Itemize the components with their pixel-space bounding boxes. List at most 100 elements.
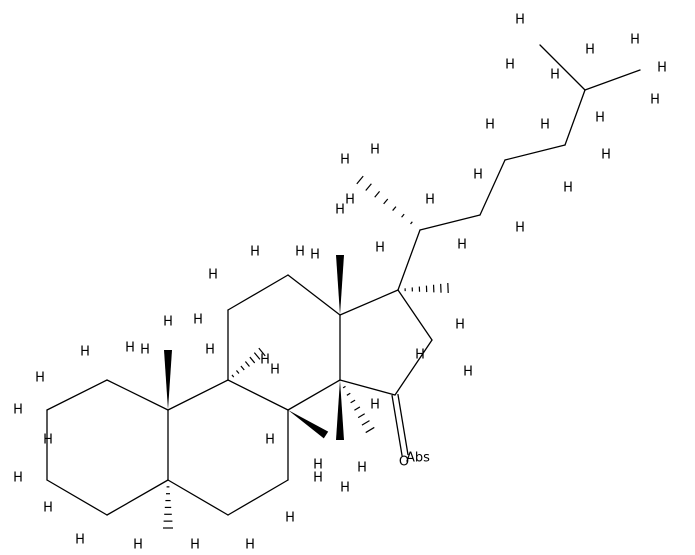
bond-c10-c1: [106, 379, 169, 411]
bond-c17-c20: [397, 229, 421, 291]
hydrogen-label: H: [190, 538, 200, 553]
hydrogen-label: H: [75, 533, 85, 548]
hydrogen-label: H: [125, 341, 135, 356]
bond-c1-c2: [46, 379, 108, 411]
hydrogen-label: H: [313, 458, 323, 473]
bond-c22-c23: [479, 159, 506, 216]
bond-c15-c16: [394, 339, 433, 396]
bond-c14-c15: [339, 379, 396, 396]
hydrogen-label: H: [43, 433, 53, 448]
hydrogen-label: H: [310, 248, 320, 263]
hydrogen-label: H: [370, 398, 380, 413]
methyl-19-wedge: [164, 350, 172, 410]
hydrogen-label: H: [370, 143, 380, 158]
wedge-bond-layer: [164, 255, 344, 440]
hydrogen-label: H: [550, 68, 560, 83]
hydrogen-label: H: [463, 365, 473, 380]
hash-stroke: [235, 370, 240, 374]
hydrogen-label: H: [295, 245, 305, 260]
hash-stroke: [350, 399, 356, 404]
hydrogen-label: H: [205, 343, 215, 358]
h17-hash: [404, 282, 449, 294]
h9-hash: [231, 347, 266, 378]
h8-wedge: [288, 410, 329, 439]
bond-c9-c10: [167, 379, 229, 411]
hash-stroke: [249, 356, 256, 364]
hash-stroke: [253, 352, 261, 360]
bond-c6-c7: [227, 479, 289, 516]
hydrogen-label: H: [425, 193, 435, 208]
hydrogen-label: H: [515, 13, 525, 28]
hydrogen-label: H: [563, 181, 573, 196]
c21-hash: [356, 175, 413, 225]
hash-stroke: [401, 213, 405, 218]
bond-c16-c17: [397, 289, 433, 341]
hydrogen-label: H: [80, 345, 90, 360]
hydrogen-label: H: [585, 43, 595, 58]
hydrogen-label: H: [345, 193, 355, 208]
bond-c8-c9: [227, 379, 289, 411]
hash-stroke: [342, 385, 346, 389]
oxygen-label: O: [399, 455, 409, 470]
hash-stroke: [258, 347, 266, 357]
hash-stroke: [361, 420, 370, 426]
hydrogen-label: H: [260, 353, 270, 368]
hydrogen-label: H: [650, 93, 660, 108]
carbonyl-bond-b: [397, 393, 409, 456]
hydrogen-label: H: [595, 111, 605, 126]
hash-stroke: [240, 365, 245, 371]
bond-c5-c6: [167, 479, 229, 516]
hydrogen-label: H: [208, 268, 218, 283]
hydrogen-label: H: [455, 318, 465, 333]
hydrogen-label: H: [193, 313, 203, 328]
h14-hash: [342, 385, 375, 434]
hydrogen-label: H: [515, 221, 525, 236]
bond-c24-c25: [564, 89, 586, 146]
hydrogen-label: H: [245, 538, 255, 553]
bond-c25-c27: [584, 69, 641, 91]
bond-c25-c26: [539, 44, 586, 91]
hydrogen-label: H: [265, 433, 275, 448]
hydrogen-label: H: [375, 241, 385, 256]
hash-bond-layer: [163, 175, 449, 529]
methyl-18-wedge: [336, 255, 344, 315]
hydrogen-label: H: [13, 403, 23, 418]
hydrogen-label: H: [540, 118, 550, 133]
hydrogen-label: H: [357, 461, 367, 476]
hydrogen-label: H: [340, 481, 350, 496]
hydrogen-label: H: [335, 203, 345, 218]
hash-stroke: [244, 361, 250, 367]
hydrogen-label: H: [457, 238, 467, 253]
hash-stroke: [346, 392, 351, 396]
bond-c20-c22: [419, 214, 481, 231]
bond-c17-c13: [339, 289, 399, 316]
hydrogen-label: H: [313, 471, 323, 486]
hash-stroke: [354, 406, 361, 411]
hash-stroke: [392, 206, 397, 211]
bond-c11-c12: [227, 274, 289, 311]
hydrogen-label: H: [657, 61, 667, 76]
hydrogen-label: H: [140, 343, 150, 358]
hash-stroke: [383, 198, 389, 205]
hydrogen-label: H: [485, 118, 495, 133]
hash-stroke: [356, 175, 364, 185]
bond-c12-c13: [287, 274, 341, 316]
hash-stroke: [374, 190, 381, 198]
bond-c3-c4: [46, 479, 108, 516]
hydrogen-label: H: [340, 153, 350, 168]
bond-c14-c8: [287, 379, 341, 411]
hash-stroke: [410, 221, 413, 225]
hash-stroke: [365, 183, 372, 191]
hash-stroke: [357, 413, 365, 419]
hydrogen-label: H: [133, 538, 143, 553]
hydrogen-label: H: [601, 148, 611, 163]
hydrogen-label: H: [35, 371, 45, 386]
hydrogen-label: H: [13, 471, 23, 486]
hydrogen-label: H: [270, 363, 280, 378]
hash-stroke: [231, 374, 235, 378]
bond-layer: [46, 44, 641, 516]
hydrogen-label: H: [163, 315, 173, 330]
methyl-14-wedge: [336, 380, 344, 440]
